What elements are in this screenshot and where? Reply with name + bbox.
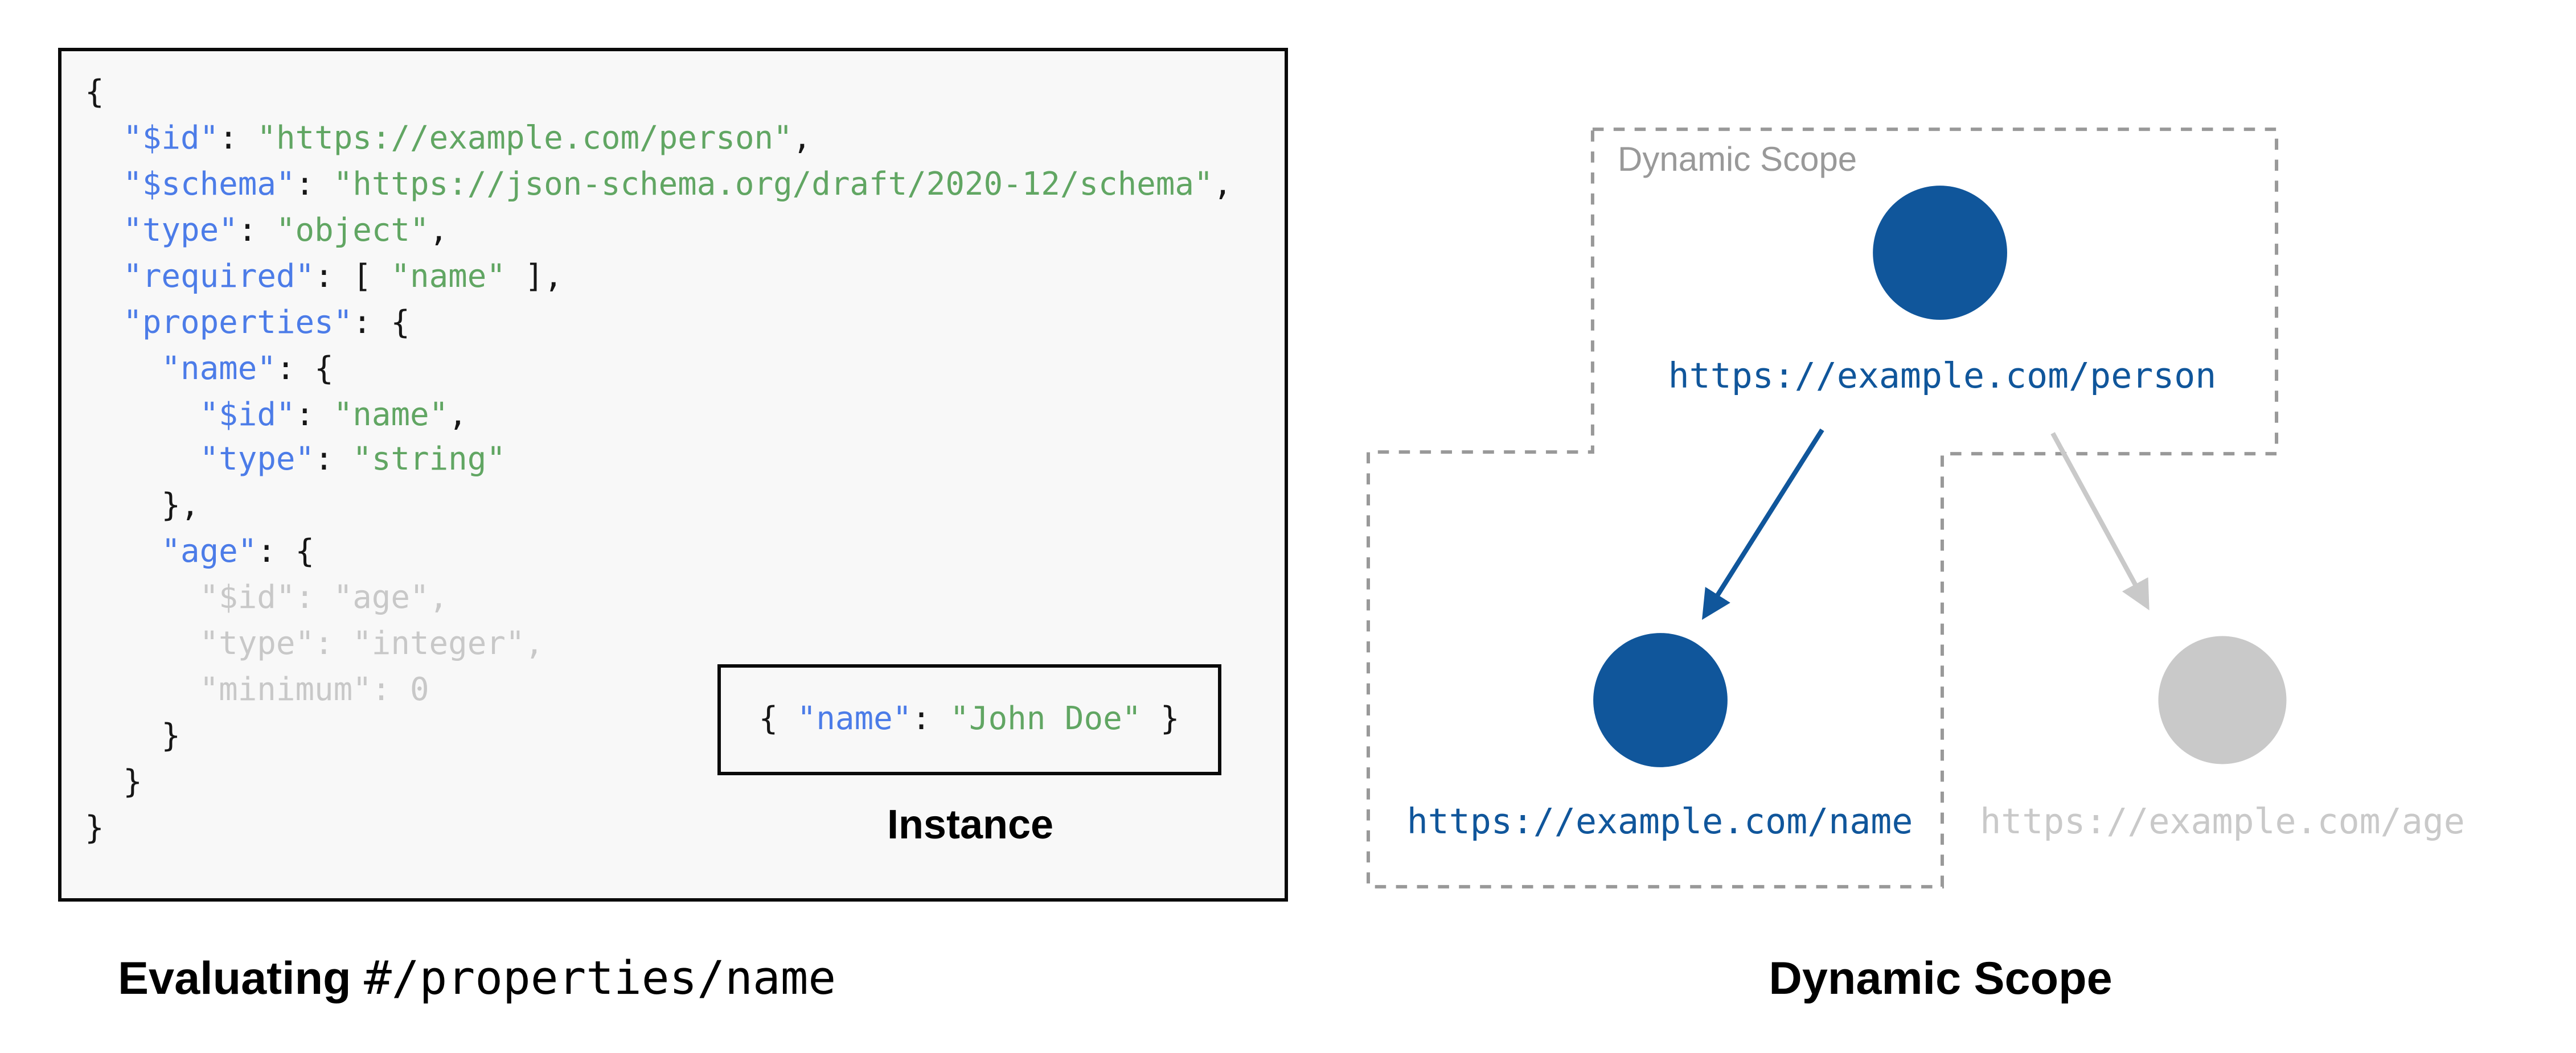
code-segment: "type" xyxy=(199,443,315,479)
code-segment: : xyxy=(219,121,257,158)
code-segment: : [ xyxy=(314,259,391,295)
code-segment: , xyxy=(448,397,467,433)
code-line: "type": "object", xyxy=(85,210,1232,256)
code-segment: { xyxy=(85,75,104,112)
code-line: }, xyxy=(85,486,1232,532)
dynamic-scope-region-label: Dynamic Scope xyxy=(1618,142,1857,179)
code-segment: "required" xyxy=(123,259,315,295)
code-segment: "type": "integer", xyxy=(85,627,544,663)
code-segment: "name" xyxy=(797,702,912,738)
code-line: "required": [ "name" ], xyxy=(85,256,1232,302)
instance-label: Instance xyxy=(887,803,1054,849)
dynamic-scope-boundary xyxy=(1366,127,2279,889)
code-segment: "$id": "age", xyxy=(85,581,449,617)
node-name xyxy=(1593,633,1728,767)
code-segment: : xyxy=(295,167,334,203)
code-line: "type": "string" xyxy=(85,439,1232,486)
code-segment: } xyxy=(85,764,142,801)
code-line: "type": "integer", xyxy=(85,623,1232,669)
code-segment: "minimum": 0 xyxy=(85,672,429,709)
code-segment: "name" xyxy=(161,351,276,387)
code-segment: "$id" xyxy=(123,121,219,158)
code-segment: "type" xyxy=(123,213,238,249)
arrow-person-to-name xyxy=(1702,428,1824,620)
code-block: { "$id": "https://example.com/person", "… xyxy=(85,72,1232,853)
node-age xyxy=(2158,636,2287,764)
code-segment: : xyxy=(237,213,276,249)
code-line: } xyxy=(85,807,1232,853)
instance-box: { "name": "John Doe" } xyxy=(717,664,1221,775)
code-segment: : { xyxy=(276,351,334,387)
code-segment: } xyxy=(1141,702,1180,738)
left-caption-pointer: #/properties/name xyxy=(364,953,836,1006)
code-segment: "string" xyxy=(352,443,506,479)
code-line: } xyxy=(85,715,1232,762)
code-segment: : { xyxy=(257,534,315,571)
code-segment: : xyxy=(912,702,950,738)
code-line: "$id": "age", xyxy=(85,577,1232,623)
code-line: { xyxy=(85,72,1232,118)
code-line: "properties": { xyxy=(85,302,1232,348)
instance-code: { "name": "John Doe" } xyxy=(759,702,1180,738)
code-segment: "properties" xyxy=(123,305,353,342)
code-segment: , xyxy=(792,121,812,158)
url-person: https://example.com/person xyxy=(1668,355,2217,396)
code-line: "name": { xyxy=(85,348,1232,394)
left-caption: Evaluating #/properties/name xyxy=(118,951,836,1007)
code-segment: } xyxy=(85,811,104,847)
code-segment: { xyxy=(758,702,797,738)
code-segment: ], xyxy=(505,259,563,295)
code-segment: } xyxy=(85,718,181,755)
code-line: "minimum": 0 xyxy=(85,669,1232,715)
code-segment: "https://json-schema.org/draft/2020-12/s… xyxy=(333,167,1213,203)
code-segment: "$schema" xyxy=(123,167,296,203)
code-segment: "name" xyxy=(391,259,506,295)
code-segment: : xyxy=(295,397,334,433)
code-segment: : { xyxy=(352,305,411,342)
node-person xyxy=(1873,186,2007,320)
code-line: "$id": "https://example.com/person", xyxy=(85,118,1232,164)
code-segment: "https://example.com/person" xyxy=(257,121,793,158)
schema-code-panel: { "$id": "https://example.com/person", "… xyxy=(58,47,1288,902)
code-segment: "name" xyxy=(333,397,449,433)
code-line: "$schema": "https://json-schema.org/draf… xyxy=(85,164,1232,210)
arrow-person-to-age xyxy=(2050,432,2150,611)
code-segment: "object" xyxy=(276,213,429,249)
code-segment: "age" xyxy=(161,534,257,571)
code-segment: , xyxy=(1213,167,1233,203)
code-segment: "John Doe" xyxy=(950,702,1142,738)
url-name: https://example.com/name xyxy=(1406,801,1913,842)
code-line: "$id": "name", xyxy=(85,394,1232,440)
code-line: "age": { xyxy=(85,532,1232,578)
code-segment: "$id" xyxy=(199,397,296,433)
code-line: } xyxy=(85,761,1232,807)
url-age: https://example.com/age xyxy=(1980,801,2465,842)
code-segment: : xyxy=(314,443,353,479)
code-segment: }, xyxy=(85,489,200,525)
left-caption-evaluating: Evaluating xyxy=(118,953,351,1004)
right-caption: Dynamic Scope xyxy=(1769,953,2113,1004)
code-segment: , xyxy=(429,213,449,249)
